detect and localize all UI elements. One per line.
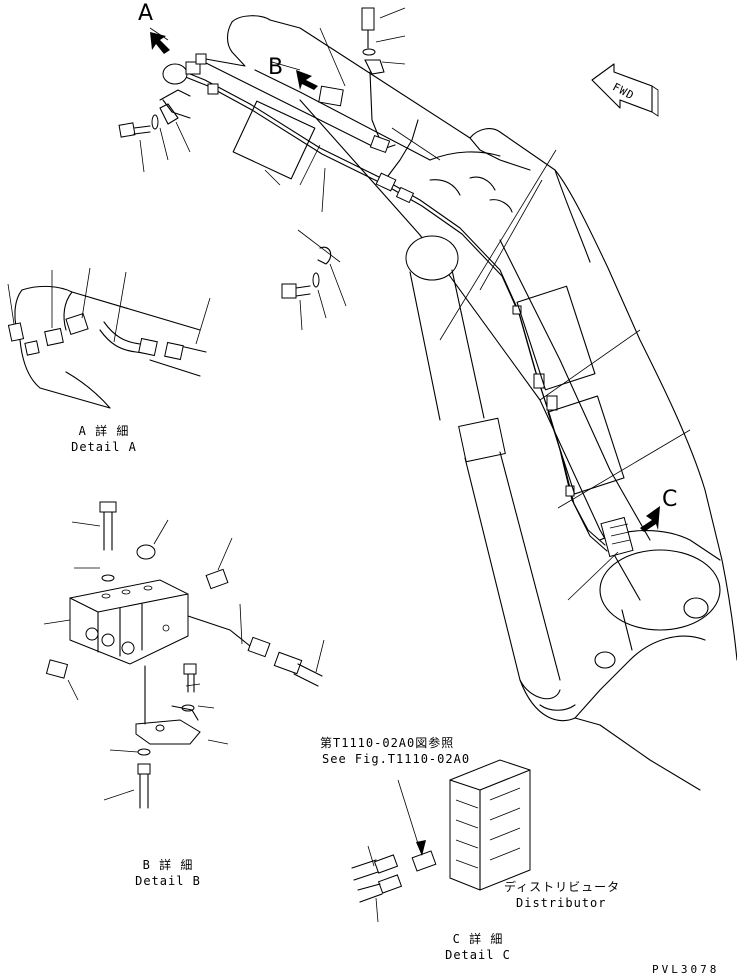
bolt-set-mid: [281, 246, 332, 299]
view-arrow-c: [640, 506, 660, 532]
bolt-set-left: [118, 103, 179, 138]
block-b-on-boom: [318, 85, 344, 107]
detail-b-drawing: [43, 501, 325, 809]
callout-a: A: [138, 1, 154, 26]
callout-c: C: [662, 487, 678, 512]
boom-distributor: [600, 516, 634, 558]
detail-a-drawing: [7, 267, 211, 409]
detail-c-drawing: [351, 759, 531, 923]
distributor-label-jp: ディストリビュータ: [504, 880, 621, 894]
view-arrow-a: [149, 27, 170, 54]
leader-lines: [139, 7, 691, 601]
detail-a-label-jp: A 詳 細: [78, 424, 130, 438]
fwd-arrow-icon: [591, 63, 659, 117]
caution-tag-2: [516, 285, 596, 391]
drawing-code: PVL3078: [652, 963, 720, 976]
caution-tag-3: [547, 395, 625, 495]
clamp-assembly-top: [361, 7, 391, 154]
boom-cylinder: [405, 235, 561, 700]
view-arrow-b: [296, 70, 318, 90]
caution-tag-1: [232, 100, 316, 180]
grease-pipe: [174, 59, 608, 552]
detail-b-label-en: Detail B: [135, 874, 201, 888]
detail-c-label-en: Detail C: [445, 948, 511, 962]
detail-c-label-jp: C 詳 細: [452, 932, 504, 946]
boom-assembly: [118, 7, 737, 791]
boom-head-fittings: [159, 53, 219, 119]
callout-b: B: [268, 55, 284, 80]
detail-a-label-en: Detail A: [71, 440, 137, 454]
see-fig-label-en: See Fig.T1110-02A0: [322, 752, 471, 766]
detail-b-label-jp: B 詳 細: [142, 858, 194, 872]
distributor-label-en: Distributor: [516, 896, 607, 910]
see-fig-label-jp: 第T1110-02A0図参照: [320, 736, 455, 750]
